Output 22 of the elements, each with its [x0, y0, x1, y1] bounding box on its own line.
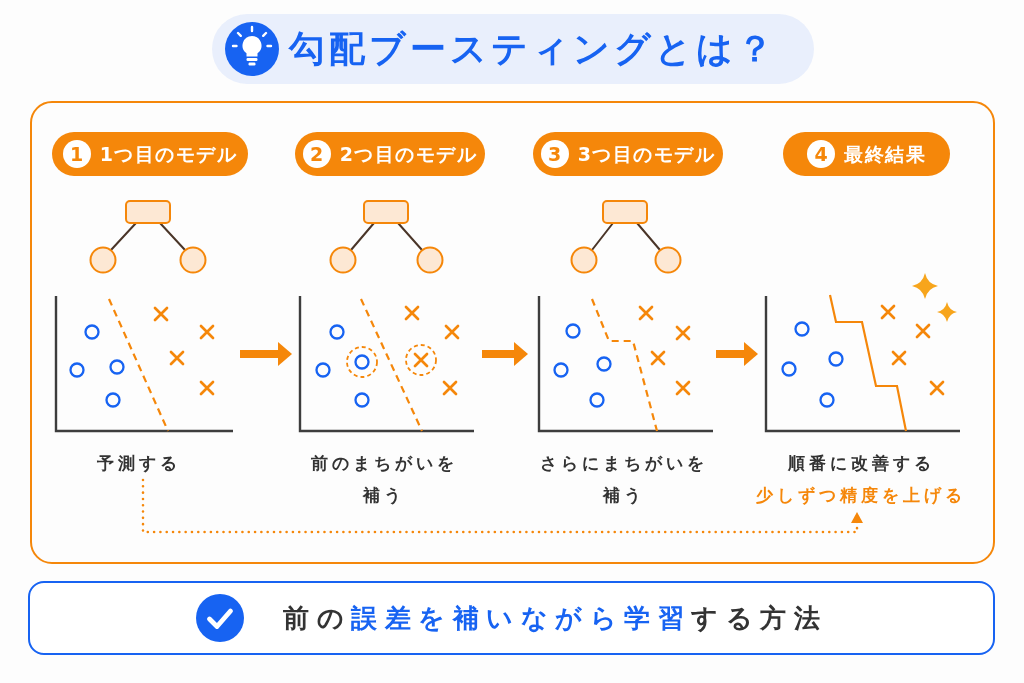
- step-title: 2つ目のモデル: [339, 142, 478, 166]
- step-number: 2: [302, 140, 331, 168]
- summary-box: [28, 581, 995, 655]
- step-badge: [783, 132, 950, 176]
- step-badge: [533, 132, 723, 176]
- step-title: 最終結果: [844, 142, 926, 166]
- step-title: 3つ目のモデル: [577, 142, 716, 166]
- result-note: 少しずつ精度を上げる: [756, 484, 966, 507]
- step-caption: 順番に改善する: [787, 452, 935, 475]
- summary-text: 前の誤差を補いながら学習する方法: [283, 602, 827, 635]
- dotted-arrow: [141, 478, 863, 534]
- step-number: 3: [540, 140, 569, 168]
- step-caption: 前のまちがいを補う: [309, 452, 459, 507]
- step-number: 4: [807, 140, 835, 168]
- step-title: 1つ目のモデル: [99, 142, 238, 166]
- step-caption: 予測する: [97, 447, 181, 479]
- step-badge: [52, 132, 248, 176]
- step-caption: さらにまちがいを補う: [539, 452, 709, 507]
- step-number: 1: [62, 140, 91, 168]
- step-badge: [295, 132, 485, 176]
- title: 勾配ブースティングとは？: [289, 27, 777, 71]
- panel-frame: [30, 101, 995, 564]
